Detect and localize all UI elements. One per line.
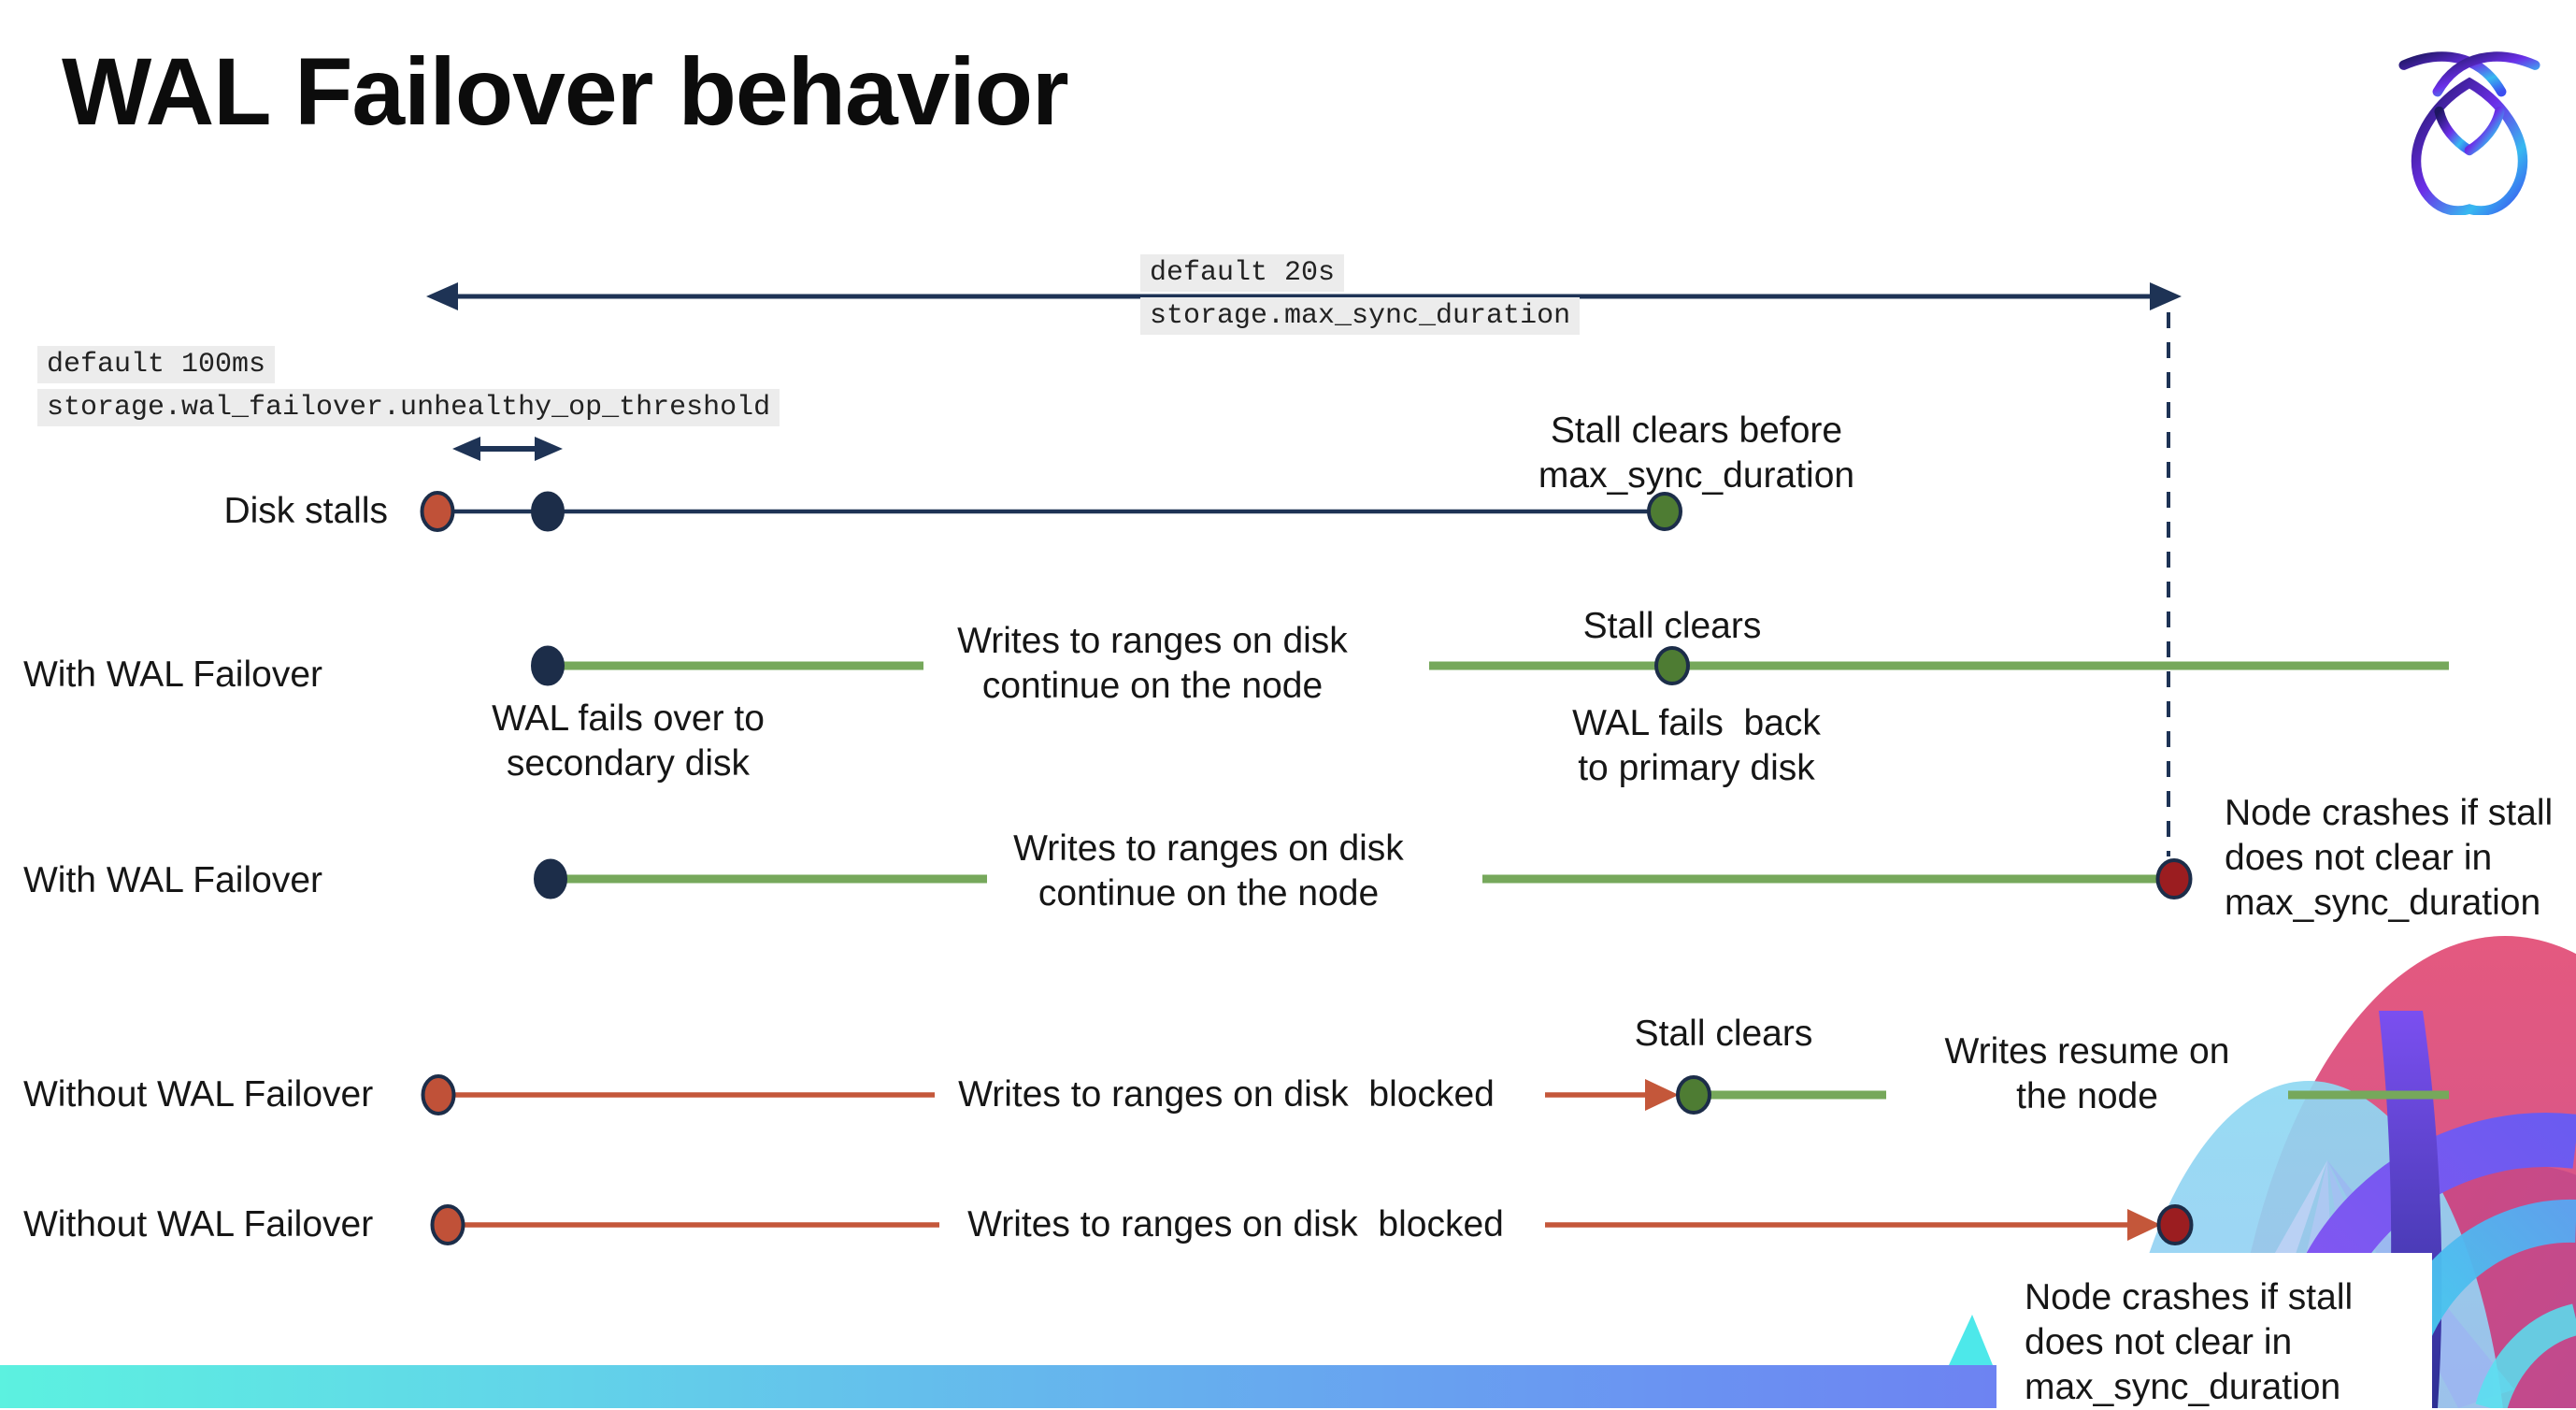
disk-stalls-timeline (420, 491, 1682, 532)
max-sync-duration-label-group: default 20s storage.max_sync_duration (1140, 254, 1581, 335)
crash-note-2: Node crashes if stall does not clear in … (2025, 1277, 2354, 1407)
stall-clears-dot (1676, 1075, 1711, 1115)
wal-failover-timeline-2 (534, 858, 2193, 899)
unhealthy-op-threshold-label-group: default 100ms storage.wal_failover.unhea… (37, 346, 780, 426)
writes-resume-note: Writes resume on the node (1944, 1031, 2230, 1116)
crash-note-box: Node crashes if stall does not clear in … (1996, 1253, 2432, 1408)
row-label-with-wal-failover-1: With WAL Failover (23, 655, 322, 695)
node-crash-dot (2156, 1204, 2194, 1245)
failover-dot (531, 645, 565, 686)
no-wal-failover-timeline-2 (430, 1204, 2194, 1245)
crash-note-1: Node crashes if stall does not clear in … (2225, 793, 2554, 923)
writes-continue-note-1: Writes to ranges on disk continue on the… (957, 621, 1348, 706)
stall-clears-note-1: Stall clears (1582, 606, 1762, 646)
writes-blocked-note-1: Writes to ranges on disk blocked (958, 1074, 1495, 1115)
page-title: WAL Failover behavior (62, 38, 1069, 145)
cockroachdb-logo-icon (2398, 51, 2540, 215)
max-sync-setting-label: storage.max_sync_duration (1140, 297, 1581, 335)
writes-blocked-note-2: Writes to ranges on disk blocked (967, 1204, 1504, 1245)
threshold-dot (531, 491, 565, 532)
no-wal-failover-timeline-1 (421, 1074, 2449, 1115)
wal-fails-back-note: WAL fails back to primary disk (1572, 703, 1821, 788)
threshold-default-label: default 100ms (37, 346, 276, 383)
stall-start-dot (420, 491, 455, 532)
row-label-without-wal-failover-2: Without WAL Failover (23, 1204, 374, 1245)
row-label-disk-stalls: Disk stalls (223, 491, 388, 531)
row-label-with-wal-failover-2: With WAL Failover (23, 860, 322, 900)
wal-fails-over-note: WAL fails over to secondary disk (492, 698, 765, 784)
unhealthy-op-threshold-arrow (452, 437, 563, 461)
max-sync-duration-arrow (426, 282, 2182, 310)
cyan-arc-small-shape (2475, 1303, 2576, 1408)
stall-clears-note-2: Stall clears (1634, 1014, 1813, 1054)
stall-clears-before-note: Stall clears before max_sync_duration (1538, 410, 1855, 496)
stall-start-dot (430, 1204, 465, 1245)
row-label-without-wal-failover-1: Without WAL Failover (23, 1074, 374, 1115)
node-crash-dot (2155, 858, 2193, 899)
wal-failover-timeline-1 (531, 645, 2449, 686)
writes-continue-note-2: Writes to ranges on disk continue on the… (1013, 828, 1404, 914)
max-sync-default-label: default 20s (1140, 254, 1345, 292)
failover-dot (534, 858, 567, 899)
stall-start-dot (421, 1074, 456, 1115)
stall-clears-dot (1647, 492, 1682, 531)
stall-clears-dot (1654, 646, 1690, 685)
cyan-triangle-shape (1949, 1315, 1993, 1365)
threshold-setting-label: storage.wal_failover.unhealthy_op_thresh… (37, 389, 780, 426)
